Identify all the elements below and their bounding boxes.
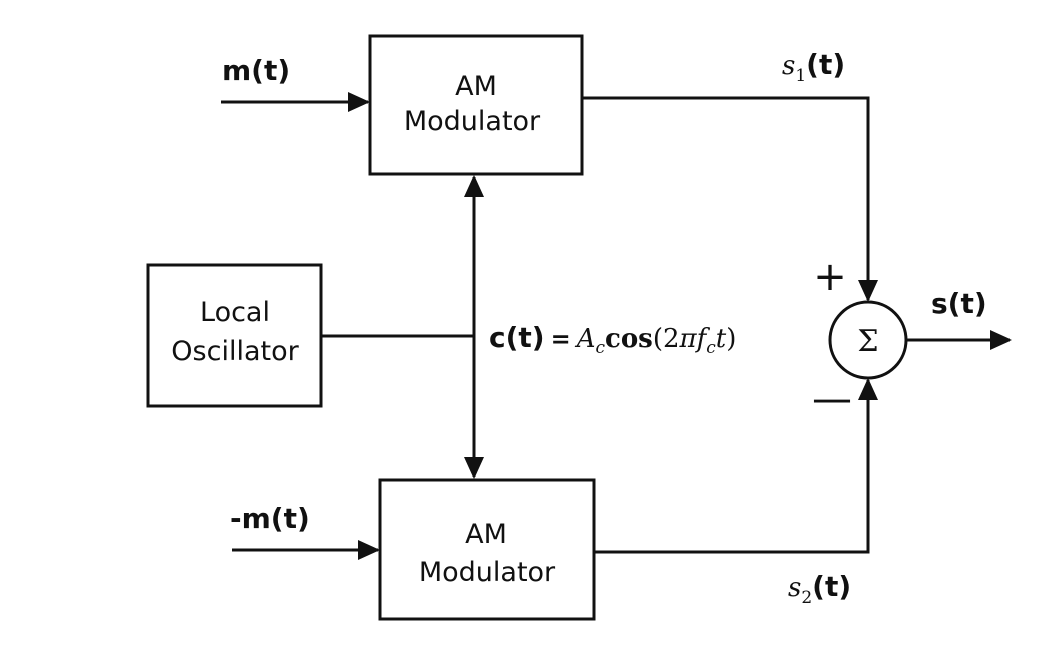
svg-text:s1(t): s1(t) xyxy=(782,48,845,86)
plus-sign: + xyxy=(813,254,847,300)
output-label: s(t) xyxy=(931,287,987,320)
am-modulator-bottom-block xyxy=(378,478,596,621)
am-modulator-top-line2: Modulator xyxy=(404,106,541,137)
am-modulator-bottom-line2: Modulator xyxy=(419,557,556,588)
sigma-symbol: Σ xyxy=(857,324,878,359)
s2-label: s2(t) xyxy=(788,570,851,608)
local-oscillator-block xyxy=(146,263,323,408)
svg-text:c(t)=Accos(2πfct): c(t)=Accos(2πfct) xyxy=(489,321,736,358)
s1-label: s1(t) xyxy=(782,48,845,86)
s2-path xyxy=(594,378,878,554)
local-oscillator-line2: Oscillator xyxy=(171,336,299,367)
am-modulator-top-line1: AM xyxy=(455,71,497,102)
input-top-label: m(t) xyxy=(222,54,290,87)
s1-path xyxy=(582,96,878,302)
input-bottom-label: -m(t) xyxy=(230,502,310,535)
am-modulator-bottom-line1: AM xyxy=(465,519,507,550)
svg-text:s2(t): s2(t) xyxy=(788,570,851,608)
local-oscillator-line1: Local xyxy=(200,297,270,328)
minus-sign: — xyxy=(812,376,852,422)
am-modulator-top-block xyxy=(368,34,584,176)
carrier-equation: c(t)=Accos(2πfct) xyxy=(489,321,736,358)
